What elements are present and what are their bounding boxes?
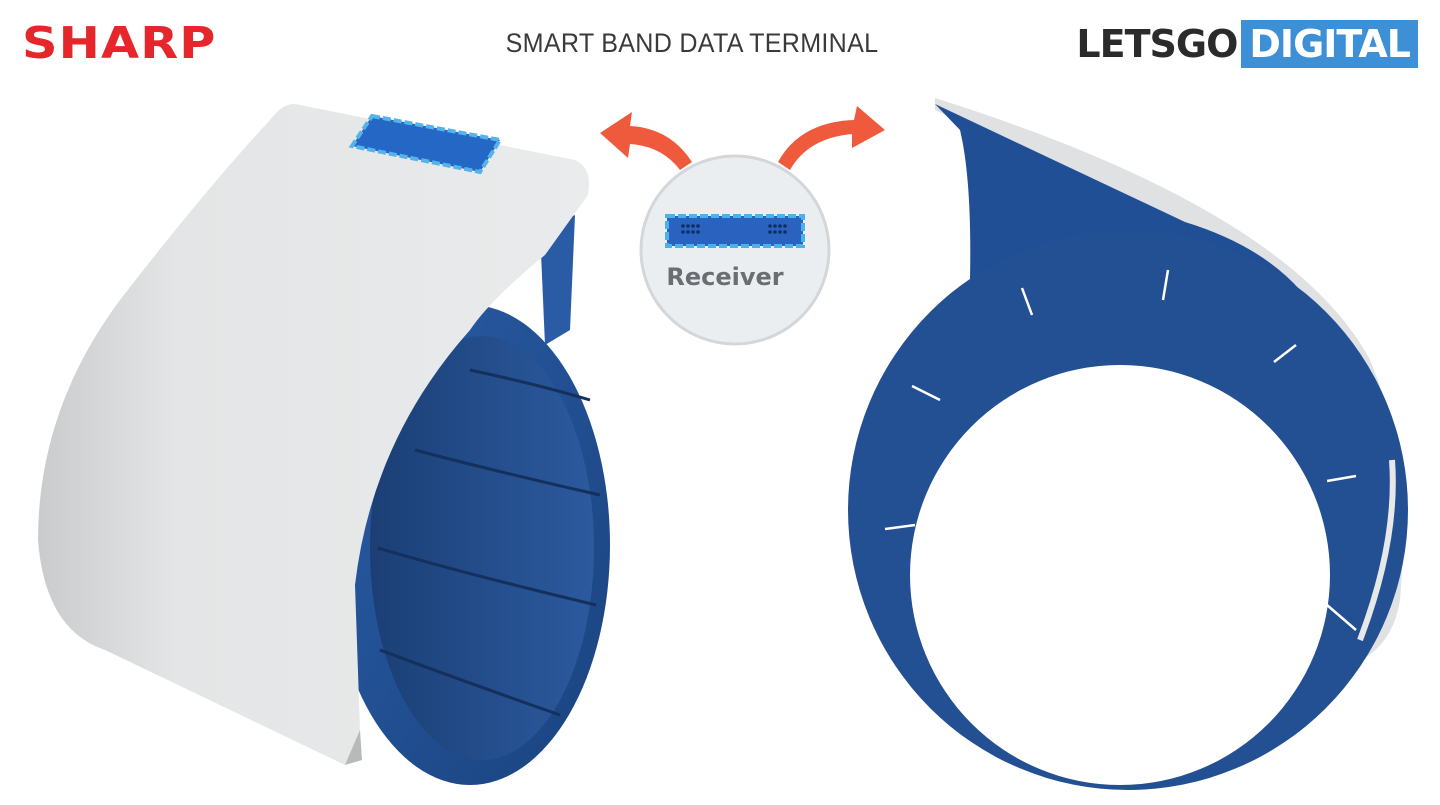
letsgodigital-watermark: LETSGO DIGITAL <box>1076 20 1418 68</box>
smart-band-front-view <box>38 104 610 785</box>
receiver-callout <box>639 154 831 346</box>
smart-band-side-view <box>848 98 1408 790</box>
receiver-label: Receiver <box>666 263 784 291</box>
page-title: SMART BAND DATA TERMINAL <box>505 28 879 58</box>
watermark-text-digital: DIGITAL <box>1241 20 1418 68</box>
watermark-text-letsgo: LETSGO <box>1076 22 1238 66</box>
arrow-left-icon <box>600 112 692 170</box>
sharp-logo: SHARP <box>22 18 217 69</box>
arrow-right-icon <box>778 106 885 170</box>
